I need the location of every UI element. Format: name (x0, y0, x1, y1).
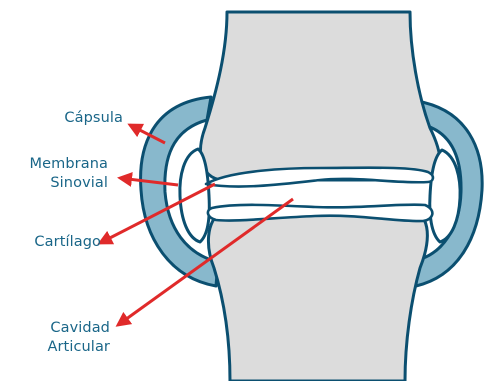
label-cavidad-line1: Cavidad (47, 319, 110, 338)
label-cavidad-articular: Cavidad Articular (47, 319, 110, 357)
label-capsula-text: Cápsula (64, 109, 123, 128)
label-membrana-sinovial: Membrana Sinovial (30, 155, 108, 193)
label-cavidad-line2: Articular (47, 338, 110, 357)
upper-bone (201, 12, 441, 180)
label-cartilago: Cartílago (34, 233, 101, 252)
label-cartilago-text: Cartílago (34, 233, 101, 252)
label-membrana-line1: Membrana (30, 155, 108, 174)
label-membrana-line2: Sinovial (30, 174, 108, 193)
label-capsula: Cápsula (64, 109, 123, 128)
